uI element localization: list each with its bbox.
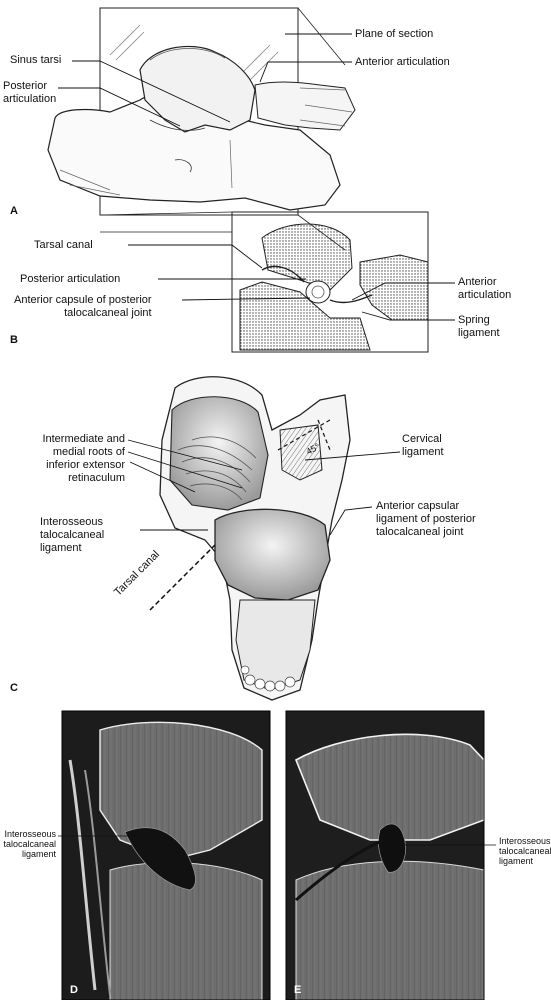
- talus-mri-e: [294, 733, 485, 841]
- label-posterior-articulation-b: Posterior articulation: [20, 273, 121, 285]
- panel-b-leaders: [128, 244, 455, 321]
- calcaneus-mri-d: [109, 862, 263, 1000]
- panel-c-leaders: [127, 439, 401, 536]
- panel-d-mri: [61, 710, 271, 1000]
- label-sinus-tarsi: Sinus tarsi: [10, 54, 62, 66]
- label-interosseous-ligament-c: Interosseous talocalcaneal ligament: [40, 516, 105, 554]
- panel-letter-b: B: [10, 334, 18, 346]
- label-anterior-capsule: Anterior capsule of posterior talocalcan…: [14, 294, 152, 319]
- talus-section: [261, 223, 353, 291]
- label-cervical-ligament: Cervical ligament: [402, 433, 444, 458]
- posterior-facet: [214, 508, 331, 601]
- navicular-section: [359, 254, 429, 321]
- talus-c: [169, 396, 269, 511]
- label-anterior-capsular-ligament: Anterior capsular ligament of posterior …: [376, 500, 476, 538]
- ligament-mri-d: [124, 827, 196, 891]
- panel-letter-a: A: [10, 205, 18, 217]
- label-interosseous-ligament-e: Interosseous talocalcaneal ligament: [499, 836, 551, 866]
- tarsal-canal-line: [149, 544, 216, 611]
- fat-pad: [240, 665, 296, 692]
- section-frame: [231, 211, 429, 353]
- label-interosseous-ligament-d: Interosseous talocalcaneal ligament: [3, 829, 56, 859]
- panel-letter-c: C: [10, 682, 18, 694]
- tarsal-canal-b: [305, 280, 331, 304]
- cervical-ligament-region: [279, 424, 323, 481]
- navicular-cuboid: [254, 81, 356, 131]
- label-anterior-articulation-a: Anterior articulation: [355, 56, 450, 68]
- panel-a-leaders: [58, 33, 352, 127]
- panel-a-illustration: [47, 7, 356, 251]
- ligament-mri-e: [378, 823, 406, 873]
- panel-letter-e: E: [294, 984, 302, 996]
- panel-letter-d: D: [70, 984, 78, 996]
- talus: [139, 45, 256, 133]
- panel-c-illustration: [149, 376, 351, 701]
- talus-mri-d: [99, 721, 263, 861]
- label-anterior-articulation-b: Anterior articulation: [458, 276, 512, 301]
- calcaneus-section: [239, 281, 371, 351]
- panel-b-illustration: [99, 211, 429, 353]
- panel-e-mri: [285, 710, 485, 1000]
- label-plane-of-section: Plane of section: [355, 28, 434, 40]
- label-intermediate-medial-roots: Intermediate and medial roots of inferio…: [42, 433, 125, 484]
- calcaneus-mri-e: [295, 860, 485, 1000]
- label-tarsal-canal-b: Tarsal canal: [34, 239, 93, 251]
- label-posterior-articulation-a: Posterior articulation: [3, 80, 57, 105]
- label-spring-ligament: Spring ligament: [458, 314, 500, 339]
